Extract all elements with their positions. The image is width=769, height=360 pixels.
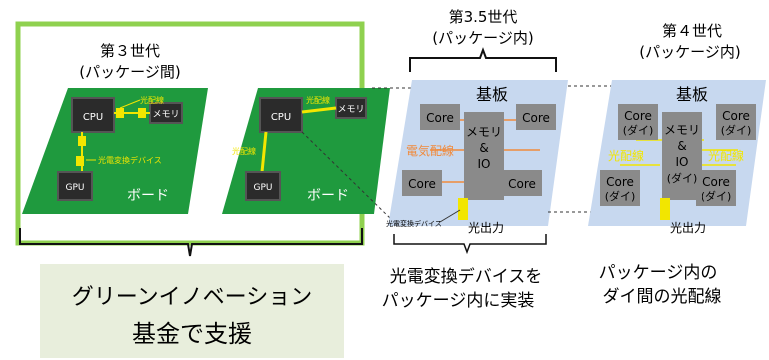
gen35-core-br-label: Core — [508, 177, 536, 191]
gpu-chip-right — [245, 171, 281, 201]
gen35-memory-label: メモリ — [466, 125, 502, 139]
gen35-bottom-brace — [393, 234, 547, 255]
gen4-core-tl — [618, 104, 658, 140]
optical-device-left-1 — [116, 108, 124, 118]
gen35-core-tr-label: Core — [522, 111, 550, 125]
gen3-subtitle: (パッケージ間) — [79, 63, 180, 81]
gen4-core-bl — [600, 170, 640, 206]
gen4-title: 第４世代 — [662, 22, 722, 40]
gen35-title: 第3.5世代 — [449, 8, 518, 26]
gen4-subtitle: (パッケージ内) — [639, 43, 740, 61]
support-line-1: グリーンイノベーション — [72, 285, 312, 310]
gen4-core-tl-die: (ダイ) — [623, 123, 654, 137]
gen35-subtitle: (パッケージ内) — [432, 29, 533, 47]
projection-line-diag — [301, 131, 393, 221]
cpu-chip-right — [259, 97, 303, 133]
gen35-core-tl — [420, 104, 460, 130]
electric-wiring-label: 電気配線 — [406, 143, 454, 158]
gen4-core-tr — [716, 104, 756, 140]
gen4-light-output: 光出力 — [670, 221, 706, 235]
gen35-caption-1: 光電変換デバイスを — [390, 266, 543, 287]
optical-line-right-top — [301, 106, 337, 114]
gen4-optical-label-right: 光配線 — [708, 148, 744, 163]
gen4-core-br-label: Core — [702, 175, 730, 189]
gen35-converter — [458, 198, 468, 220]
optical-device-left-2 — [138, 108, 146, 118]
optical-wiring-label-right-left: 光配線 — [232, 146, 256, 156]
gen4-caption-2: ダイ間の光配線 — [603, 287, 722, 307]
converter-label-left: 光電変換デバイス — [98, 155, 162, 165]
gen4-core-bl-die: (ダイ) — [605, 189, 636, 203]
gen4-core-bl-label: Core — [606, 175, 634, 189]
support-line-2: 基金で支援 — [132, 320, 252, 348]
optical-wiring-label-right-top: 光配線 — [306, 95, 330, 105]
gen4-io-label: IO — [676, 155, 689, 169]
gen35-light-output: 光出力 — [468, 221, 504, 235]
gen35-amp-label: & — [479, 141, 488, 155]
gen4-core-tl-label: Core — [624, 109, 652, 123]
gen35-memory-io — [464, 112, 504, 200]
gen35-core-bl — [402, 170, 442, 196]
gen3-title: 第３世代 — [100, 42, 160, 60]
support-box — [40, 264, 344, 358]
gen4-core-br — [696, 170, 736, 206]
gen4-core-tr-label: Core — [722, 109, 750, 123]
gen3-brace — [19, 228, 363, 257]
gen4-core-tr-die: (ダイ) — [721, 123, 752, 137]
gen4-substrate-label: 基板 — [676, 85, 708, 104]
gpu-chip-left — [57, 171, 93, 201]
gen35-caption-2: パッケージ内に実装 — [382, 291, 535, 311]
board-label-right: ボード — [307, 188, 349, 204]
gen4-amp-label: & — [677, 139, 686, 153]
gen35-substrate-label: 基板 — [476, 85, 508, 104]
optical-device-left-3 — [78, 136, 86, 146]
optical-line-right-vertical — [260, 131, 268, 173]
gen35-io-label: IO — [478, 157, 491, 171]
gen35-core-bl-label: Core — [408, 177, 436, 191]
gen4-converter — [660, 198, 670, 220]
gen4-memory-label: メモリ — [664, 123, 700, 137]
gen35-converter-pointer — [439, 209, 461, 223]
gen4-caption-1: パッケージ内の — [599, 263, 718, 283]
gpu-label-right: GPU — [254, 183, 273, 193]
optical-device-left-4 — [76, 156, 84, 166]
optical-pointer-left — [119, 99, 141, 109]
memory-label-right: メモリ — [337, 105, 364, 115]
gen35-core-tr — [516, 104, 556, 130]
gen35-converter-label: 光電変換デバイス — [386, 219, 442, 228]
memory-label-left: メモリ — [152, 110, 179, 120]
gen4-core-br-die: (ダイ) — [701, 189, 732, 203]
board-label-left: ボード — [127, 188, 169, 204]
cpu-label-left: CPU — [83, 112, 103, 123]
optical-wiring-label-left: 光配線 — [140, 95, 164, 105]
gen4-optical-label-left: 光配線 — [608, 148, 644, 163]
cpu-chip-left — [71, 97, 115, 133]
gpu-label-left: GPU — [66, 183, 85, 193]
gen35-core-tl-label: Core — [426, 111, 454, 125]
gen4-memory-io — [662, 112, 702, 200]
gen35-core-br — [502, 170, 542, 196]
gen35-top-brace — [409, 47, 557, 72]
cpu-label-right: CPU — [271, 112, 291, 123]
gen4-die-label: (ダイ) — [667, 171, 698, 185]
